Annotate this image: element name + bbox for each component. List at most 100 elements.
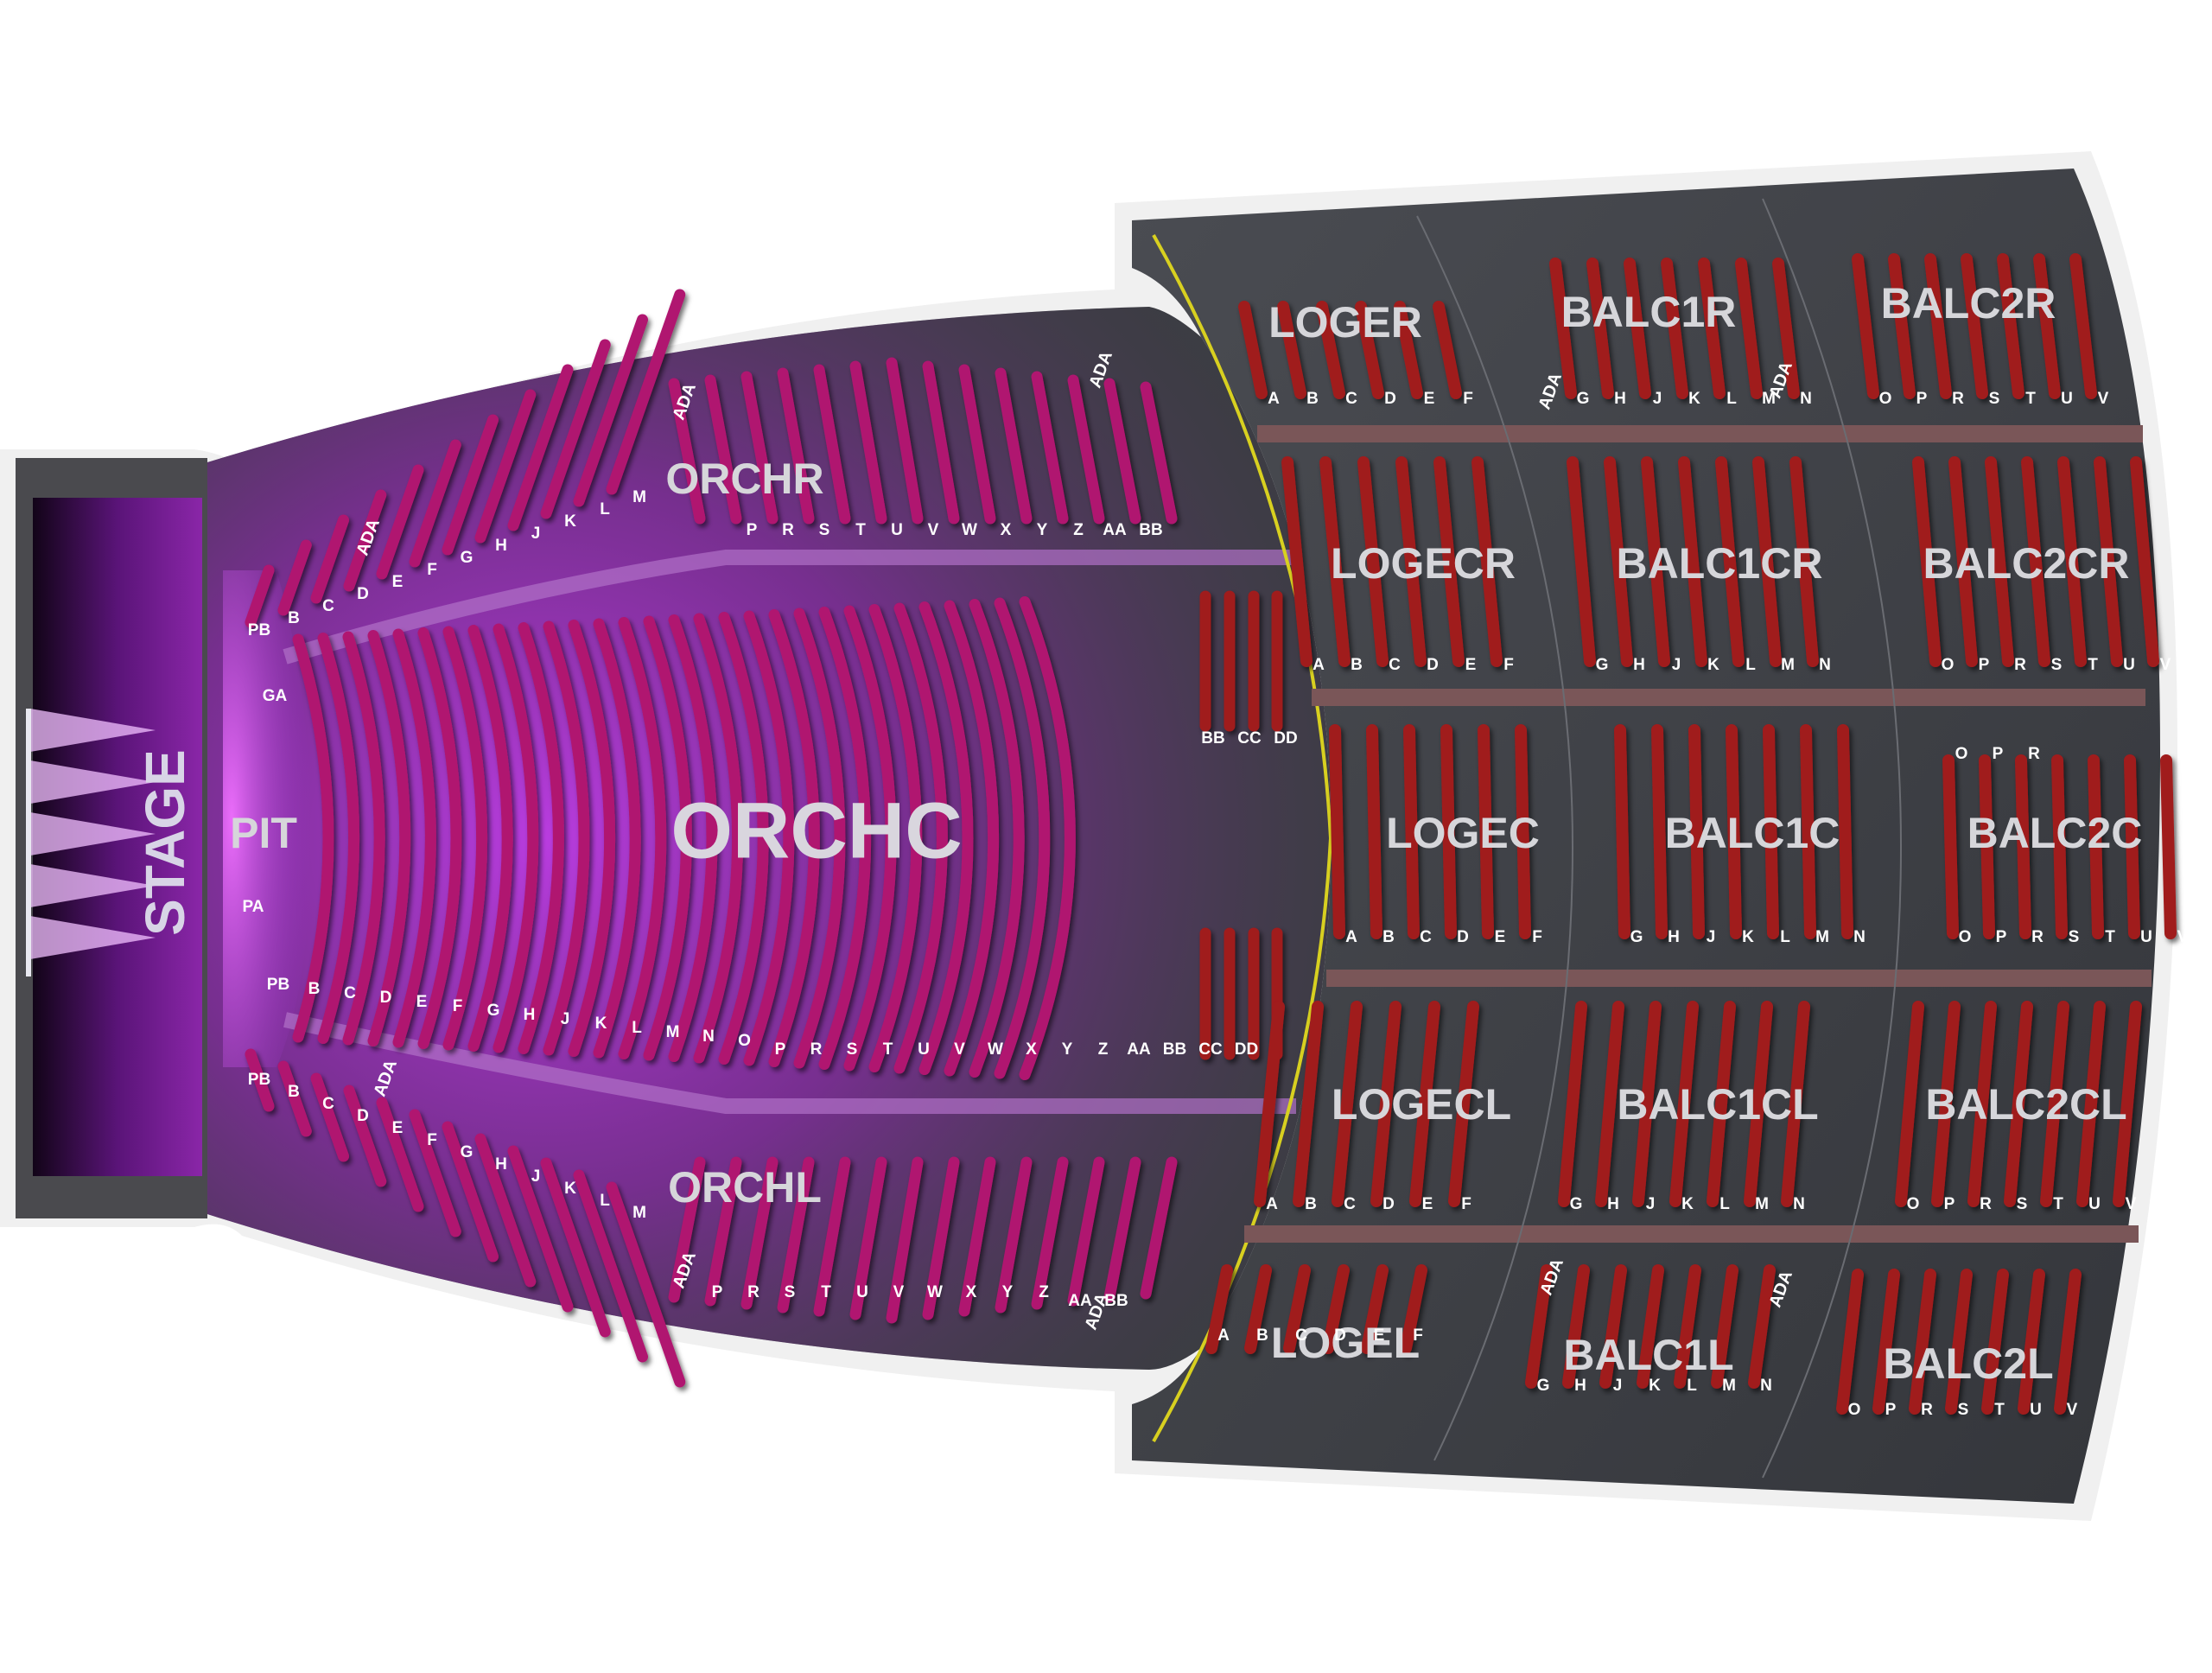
orchr-seat-row[interactable]	[777, 367, 815, 525]
balc1c-seat-row[interactable]	[1800, 724, 1816, 939]
logecl-seat-row[interactable]	[1254, 1001, 1285, 1207]
balc1cl-seat-row[interactable]	[1632, 1001, 1662, 1207]
balc2cr-seat-row[interactable]	[2094, 456, 2123, 667]
balc1r-seat-row[interactable]	[1661, 258, 1688, 399]
orchc-seat-row[interactable]	[693, 613, 744, 1064]
orchr-seat-row[interactable]	[849, 360, 887, 525]
balc1cr-seat-row[interactable]	[1789, 456, 1819, 667]
logel-seat-row[interactable]	[1283, 1264, 1311, 1354]
balc1cr-seat-row[interactable]	[1715, 456, 1745, 667]
balc1cr-seat-row[interactable]	[1752, 456, 1782, 667]
balc2r-seat-row[interactable]	[2069, 253, 2097, 399]
orchc-seat-row[interactable]	[618, 617, 667, 1059]
loger-seat-row[interactable]	[1238, 301, 1268, 399]
orchr-seat-row[interactable]	[507, 364, 574, 531]
orchl-seat-row[interactable]	[277, 1060, 312, 1137]
logecr-seat-row[interactable]	[1357, 456, 1389, 667]
orchl-seat-row[interactable]	[540, 1157, 611, 1338]
orchr-seat-row[interactable]	[668, 378, 706, 525]
orchl-seat-row[interactable]	[849, 1156, 887, 1320]
balc1cr-seat-row[interactable]	[1567, 456, 1596, 667]
orchc-seat-row[interactable]	[467, 625, 513, 1052]
balc2r-seat-row[interactable]	[2033, 253, 2061, 399]
balc1cl-seat-row[interactable]	[1744, 1001, 1773, 1207]
balc1cl-seat-row[interactable]	[1707, 1001, 1736, 1207]
balc1l-seat-row[interactable]	[1711, 1264, 1738, 1389]
orchr-seat-row[interactable]	[922, 360, 960, 525]
orchl-seat-row[interactable]	[813, 1156, 851, 1317]
orchr-seat-row[interactable]	[958, 364, 996, 525]
balc1cr-seat-row[interactable]	[1641, 456, 1670, 667]
logel-seat-row[interactable]	[1244, 1264, 1272, 1354]
logecl-seat-row[interactable]	[1370, 1001, 1402, 1207]
orchl-seat-row[interactable]	[1140, 1156, 1178, 1300]
balc1l-seat-row[interactable]	[1525, 1264, 1553, 1389]
logecl-seat-row[interactable]	[1448, 1001, 1479, 1207]
balc1c-seat-row[interactable]	[1614, 724, 1630, 939]
orchl-seat-row[interactable]	[922, 1156, 960, 1320]
loger-seat-row[interactable]	[1433, 301, 1462, 399]
orchl-seat-row[interactable]	[409, 1109, 461, 1237]
logec-seat-row[interactable]	[1329, 724, 1345, 939]
orchc-seat-row[interactable]	[342, 631, 385, 1046]
logel-seat-row[interactable]	[1205, 1264, 1233, 1354]
orchc-seat-row[interactable]	[543, 620, 590, 1056]
balc2cl-seat-row[interactable]	[2113, 1001, 2142, 1207]
balc2cl-seat-row[interactable]	[2076, 1001, 2106, 1207]
balc2c-seat-row[interactable]	[2051, 754, 2068, 939]
balc2r-seat-row[interactable]	[1961, 253, 1988, 399]
balc1c-seat-row[interactable]	[1763, 724, 1779, 939]
logec-seat-row[interactable]	[1478, 724, 1494, 939]
orchl-seat-row[interactable]	[606, 1181, 686, 1388]
balc2r-seat-row[interactable]	[1997, 253, 2024, 399]
balc2cr-seat-row[interactable]	[2130, 456, 2159, 667]
loger-seat-row[interactable]	[1277, 301, 1306, 399]
orchc-seat-row[interactable]	[367, 630, 411, 1046]
orchc-seat-row[interactable]	[568, 620, 616, 1057]
orchc-seat-row[interactable]	[668, 614, 718, 1062]
orchc-seat-row[interactable]	[392, 628, 436, 1048]
orchc-seat-row[interactable]	[643, 615, 692, 1061]
orchc-seat-row[interactable]	[518, 622, 564, 1054]
orchr-seat-row[interactable]	[606, 289, 686, 495]
orchr-seat-row[interactable]	[1103, 378, 1141, 525]
orchr-seat-row[interactable]	[741, 371, 779, 525]
balc2c-seat-row[interactable]	[2124, 754, 2140, 939]
balc1cl-seat-row[interactable]	[1669, 1001, 1699, 1207]
orchr-seat-row[interactable]	[886, 357, 924, 525]
orchc-seat-row[interactable]	[994, 597, 1051, 1079]
balc1c-seat-row[interactable]	[1837, 724, 1853, 939]
balc2c-seat-row[interactable]	[2015, 754, 2031, 939]
balc1l-seat-row[interactable]	[1748, 1264, 1776, 1389]
logecl-seat-row[interactable]	[1293, 1001, 1324, 1207]
orchc-seat-row[interactable]	[743, 610, 795, 1066]
orchr-seat-row[interactable]	[813, 364, 851, 525]
logecr-seat-row[interactable]	[1281, 456, 1313, 667]
balc2cl-seat-row[interactable]	[1931, 1001, 1961, 1207]
orchl-seat-row[interactable]	[245, 1048, 275, 1112]
balc2r-seat-row[interactable]	[1924, 253, 1952, 399]
balc2l-seat-row[interactable]	[2018, 1269, 2045, 1415]
logec-seat-row[interactable]	[1515, 724, 1531, 939]
balc2l-seat-row[interactable]	[1909, 1269, 1936, 1415]
logel-seat-row[interactable]	[1322, 1264, 1350, 1354]
orchc-seat-row[interactable]	[317, 633, 360, 1044]
logecr-seat-row[interactable]	[1395, 456, 1427, 667]
balc1l-seat-row[interactable]	[1637, 1264, 1664, 1389]
logecl-seat-row[interactable]	[1409, 1001, 1440, 1207]
balc1cr-seat-row[interactable]	[1678, 456, 1707, 667]
orchr-seat-row[interactable]	[995, 367, 1033, 525]
orchc-seat-row[interactable]	[944, 600, 1000, 1077]
orchr-seat-row[interactable]	[310, 514, 349, 604]
orchl-seat-row[interactable]	[573, 1169, 648, 1363]
orchc-seat-row[interactable]	[918, 601, 974, 1075]
balc2cr-seat-row[interactable]	[2021, 456, 2050, 667]
balc1c-seat-row[interactable]	[1688, 724, 1705, 939]
orchc-seat-row[interactable]	[893, 602, 948, 1074]
logec-seat-row[interactable]	[1440, 724, 1457, 939]
orchc-seat-row[interactable]	[768, 609, 820, 1067]
balc2cl-seat-row[interactable]	[2040, 1001, 2069, 1207]
balc2cl-seat-row[interactable]	[2004, 1001, 2033, 1207]
balc2cr-seat-row[interactable]	[2057, 456, 2087, 667]
balc1r-seat-row[interactable]	[1549, 258, 1577, 399]
